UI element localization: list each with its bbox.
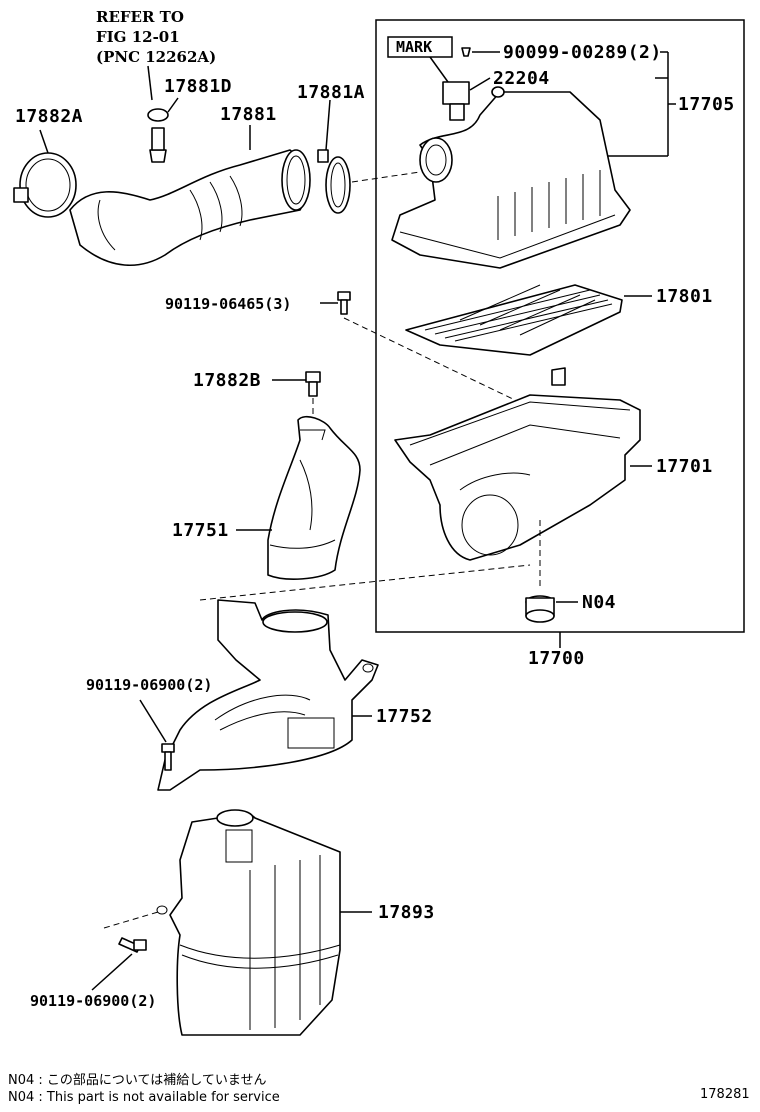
part-17881-intake-hose — [69, 125, 311, 266]
part-17752-lower-duct — [157, 599, 379, 791]
reference-line-1: REFER TO — [96, 8, 184, 26]
label-17751: 17751 — [172, 520, 229, 541]
reference-note: REFER TO FIG 12-01 (PNC 12262A) — [96, 8, 216, 101]
reference-line-2: FIG 12-01 — [96, 28, 180, 46]
part-90119-06900-screw-b — [91, 937, 147, 991]
label-17752: 17752 — [376, 706, 433, 727]
part-17751-intake-duct — [199, 415, 531, 601]
footnote-jp: N04 : この部品については補給していません — [8, 1073, 266, 1088]
part-17882A-clamp — [13, 129, 77, 218]
part-17893-resonator — [103, 809, 372, 1036]
part-17701-lower-case — [394, 367, 652, 561]
label-17701: 17701 — [656, 456, 713, 477]
label-90119-06900-b: 90119-06900(2) — [30, 992, 156, 1010]
part-17881A-clamp — [317, 99, 421, 214]
part-90119-06900-screw-a — [139, 699, 175, 771]
part-N04-grommet — [525, 520, 578, 623]
label-17881: 17881 — [220, 104, 277, 125]
footnote-en: N04 : This part is not available for ser… — [8, 1090, 280, 1105]
label-17893: 17893 — [378, 902, 435, 923]
label-17882B: 17882B — [193, 370, 261, 391]
part-17705-upper-cover — [391, 86, 631, 269]
label-90099-00289: 90099-00289(2) — [503, 42, 662, 63]
label-90119-06900-a: 90119-06900(2) — [86, 676, 212, 694]
label-17881D: 17881D — [164, 76, 232, 97]
figure-id: 178281 — [700, 1087, 750, 1102]
mark-box-label: MARK — [396, 38, 432, 56]
label-90119-06465: 90119-06465(3) — [165, 295, 291, 313]
reference-line-3: (PNC 12262A) — [96, 48, 216, 66]
part-17881D-clip — [147, 97, 179, 163]
label-17881A: 17881A — [297, 82, 365, 103]
label-N04: N04 — [582, 592, 616, 613]
part-17882B-bolt — [272, 371, 321, 425]
part-17801-filter — [405, 284, 652, 356]
label-17882A: 17882A — [15, 106, 83, 127]
label-17700: 17700 — [528, 648, 585, 669]
label-17801: 17801 — [656, 286, 713, 307]
part-90119-06465-screws — [320, 291, 541, 413]
label-22204: 22204 — [493, 68, 550, 89]
label-17705: 17705 — [678, 94, 735, 115]
